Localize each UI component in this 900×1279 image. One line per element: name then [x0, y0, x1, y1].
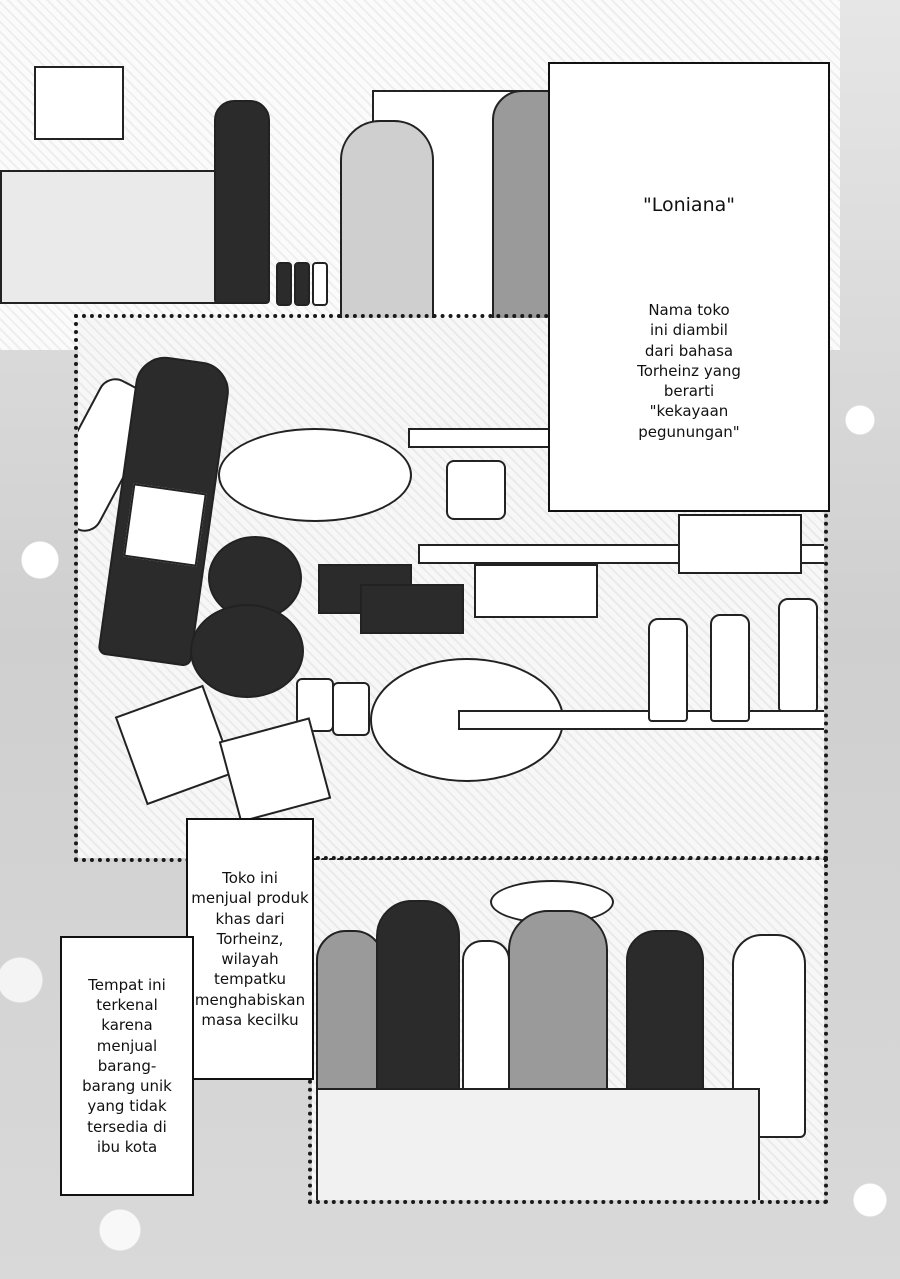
- jar: [446, 460, 506, 520]
- bottle: [294, 262, 310, 306]
- display-shelf: [458, 710, 824, 730]
- bottle: [648, 618, 688, 722]
- narration-text: Toko ini menjual produk khas dari Torhei…: [191, 869, 309, 1029]
- panel-customers: [308, 856, 828, 1204]
- wall-cabinet: [34, 66, 124, 140]
- wooden-box: [474, 564, 598, 618]
- wine-label: [123, 483, 207, 567]
- narration-box-products: Toko ini menjual produk khas dari Torhei…: [186, 818, 314, 1080]
- narration-text: Nama toko ini diambil dari bahasa Torhei…: [637, 301, 741, 441]
- cake-slice: [360, 584, 464, 634]
- wooden-box: [678, 514, 802, 574]
- tomato: [208, 536, 302, 620]
- jar: [332, 682, 370, 736]
- shop-name-title: "Loniana": [642, 194, 735, 216]
- bottle: [276, 262, 292, 306]
- narration-box-unique-goods: Tempat ini terkenal karena menjual baran…: [60, 936, 194, 1196]
- narration-text: Tempat ini terkenal karena menjual baran…: [82, 975, 172, 1156]
- narration-box-shop-name: "Loniana" Nama toko ini diambil dari bah…: [548, 62, 830, 512]
- meat-platter: [218, 428, 412, 522]
- girl-figure: [340, 120, 434, 344]
- counter: [0, 170, 222, 304]
- display-case: [316, 1088, 760, 1200]
- shopkeeper-figure: [214, 100, 270, 304]
- bottle: [778, 598, 818, 712]
- tomato: [190, 604, 304, 698]
- bottle: [312, 262, 328, 306]
- bottle: [710, 614, 750, 722]
